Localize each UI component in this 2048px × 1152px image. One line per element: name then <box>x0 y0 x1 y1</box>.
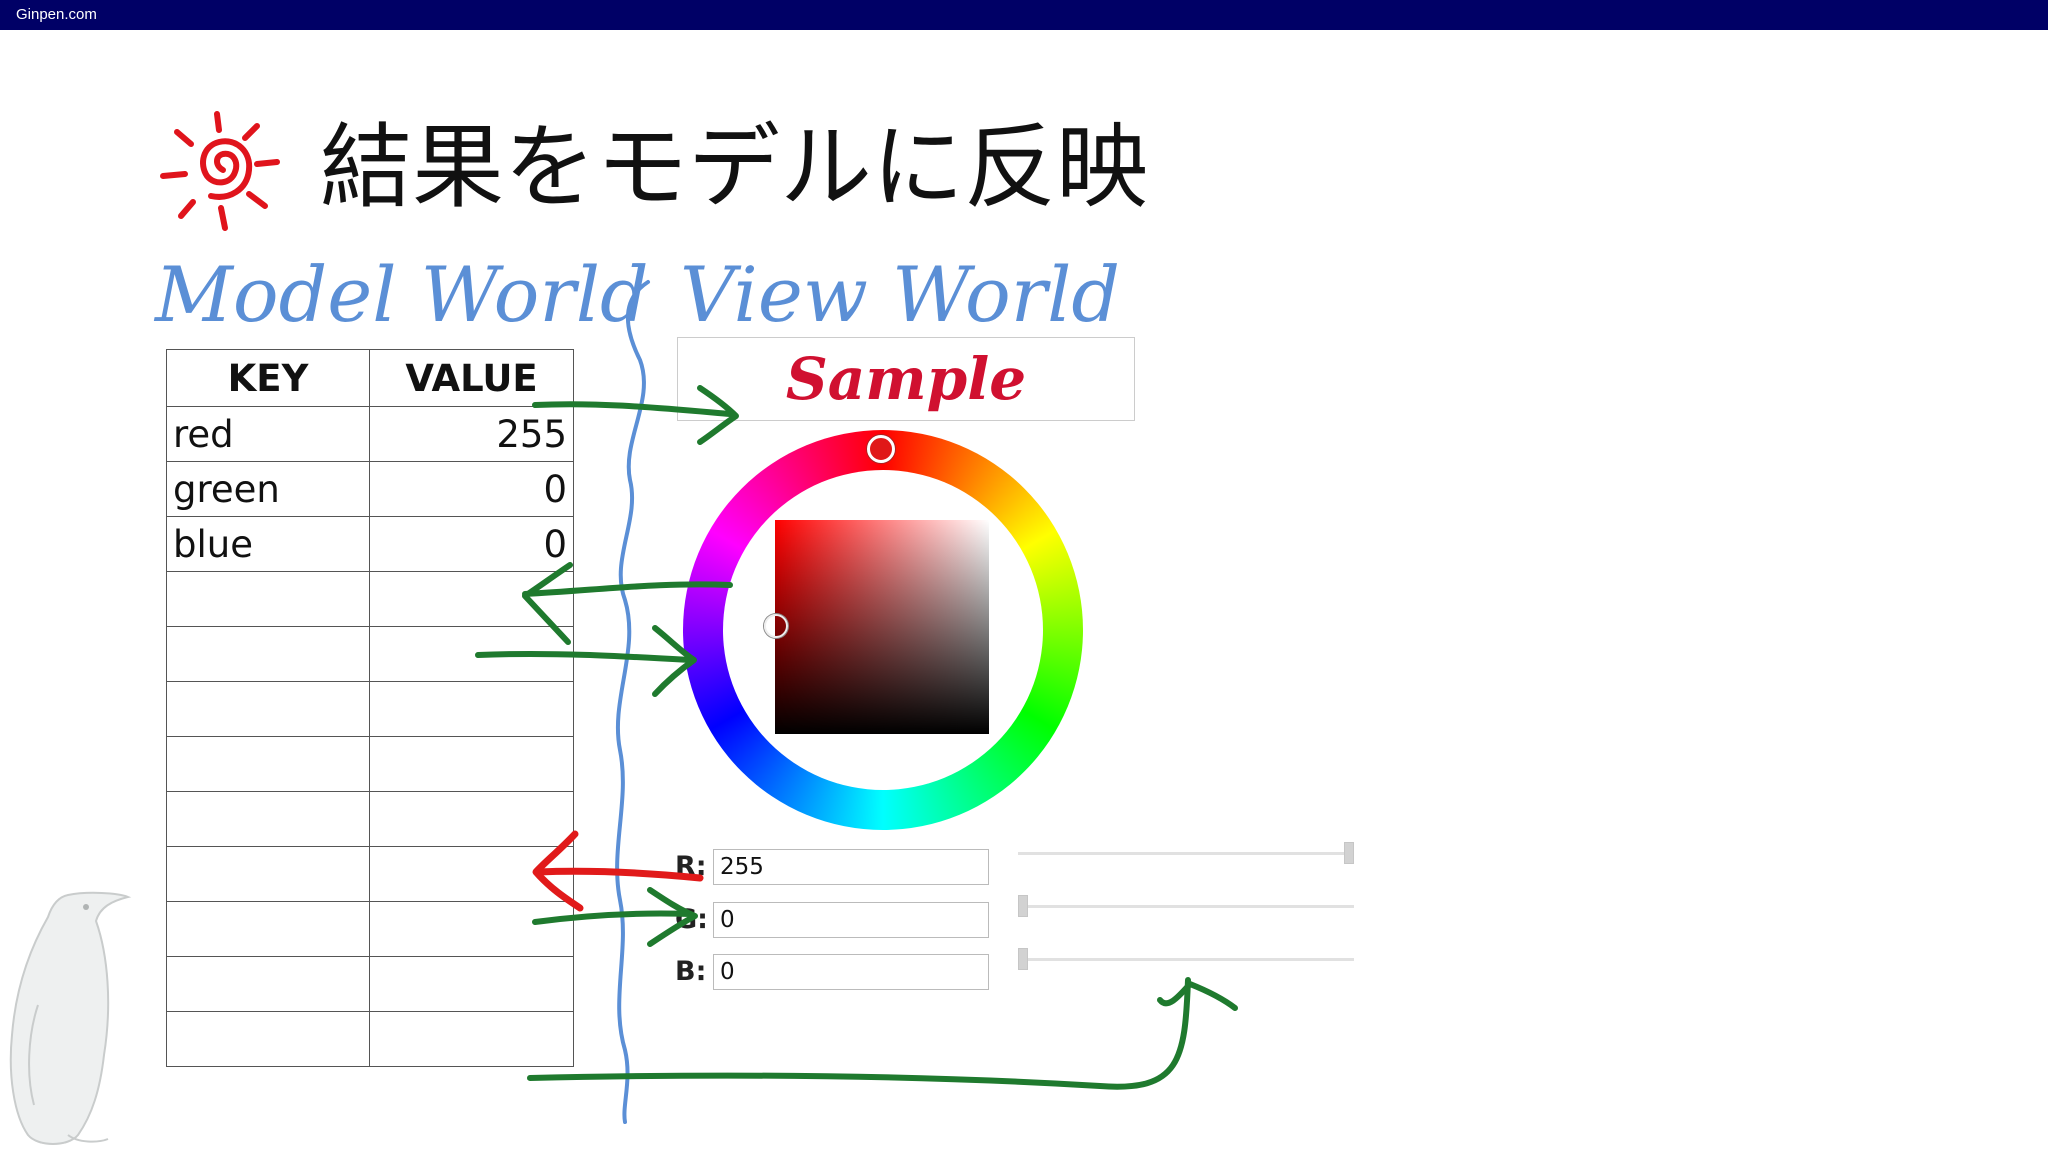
key-cell[interactable]: blue <box>166 516 370 572</box>
value-cell[interactable] <box>369 791 574 847</box>
value-cell[interactable] <box>369 626 574 682</box>
wavy-divider-line <box>615 280 650 1124</box>
table-row <box>166 571 574 627</box>
sun-icon <box>160 111 280 231</box>
table-row <box>166 901 574 957</box>
value-cell[interactable] <box>369 901 574 957</box>
view-world-label: View World <box>680 250 1121 339</box>
red-slider-track[interactable] <box>1018 852 1354 855</box>
value-cell[interactable] <box>369 571 574 627</box>
table-header-row: KEY VALUE <box>166 349 574 407</box>
blue-slider-track[interactable] <box>1018 958 1354 961</box>
green-channel-label: G: <box>675 904 708 935</box>
value-cell[interactable] <box>369 736 574 792</box>
green-slider-thumb[interactable] <box>1018 895 1028 917</box>
table-row <box>166 846 574 902</box>
table-row <box>166 626 574 682</box>
table-row <box>166 1011 574 1067</box>
sample-preview: Sample <box>677 337 1135 421</box>
key-cell[interactable] <box>166 956 370 1012</box>
value-cell[interactable] <box>369 846 574 902</box>
key-cell[interactable]: green <box>166 461 370 517</box>
table-row <box>166 956 574 1012</box>
blue-channel-input[interactable] <box>713 954 989 990</box>
value-cell[interactable]: 0 <box>369 516 574 572</box>
hue-handle[interactable] <box>867 435 895 463</box>
key-cell[interactable] <box>166 681 370 737</box>
sample-text: Sample <box>785 345 1027 413</box>
red-channel-input[interactable] <box>713 849 989 885</box>
value-cell[interactable] <box>369 1011 574 1067</box>
model-world-label: Model World <box>155 250 649 339</box>
red-channel-label: R: <box>675 851 707 882</box>
red-slider-thumb[interactable] <box>1344 842 1354 864</box>
slide-title: 結果をモデルに反映 <box>320 114 1149 221</box>
key-cell[interactable] <box>166 846 370 902</box>
value-cell[interactable] <box>369 956 574 1012</box>
key-cell[interactable] <box>166 1011 370 1067</box>
key-cell[interactable] <box>166 626 370 682</box>
saturation-value-square[interactable] <box>775 520 989 734</box>
key-cell[interactable] <box>166 791 370 847</box>
green-channel-input[interactable] <box>713 902 989 938</box>
table-row <box>166 681 574 737</box>
key-cell[interactable] <box>166 901 370 957</box>
blue-channel-label: B: <box>675 956 707 987</box>
top-bar: Ginpen.com <box>0 0 2048 30</box>
penguin-icon <box>9 891 132 1145</box>
key-cell[interactable] <box>166 736 370 792</box>
blue-slider-thumb[interactable] <box>1018 948 1028 970</box>
key-column-header: KEY <box>166 349 370 407</box>
value-cell[interactable]: 0 <box>369 461 574 517</box>
table-row <box>166 791 574 847</box>
key-cell[interactable] <box>166 571 370 627</box>
table-row <box>166 736 574 792</box>
saturation-value-handle[interactable] <box>764 614 788 638</box>
green-slider-track[interactable] <box>1018 905 1354 908</box>
value-column-header: VALUE <box>369 349 574 407</box>
value-cell[interactable] <box>369 681 574 737</box>
site-label: Ginpen.com <box>16 6 97 23</box>
arrow-table-to-slider <box>527 977 1191 1090</box>
key-cell[interactable]: red <box>166 406 370 462</box>
value-cell[interactable]: 255 <box>369 406 574 462</box>
